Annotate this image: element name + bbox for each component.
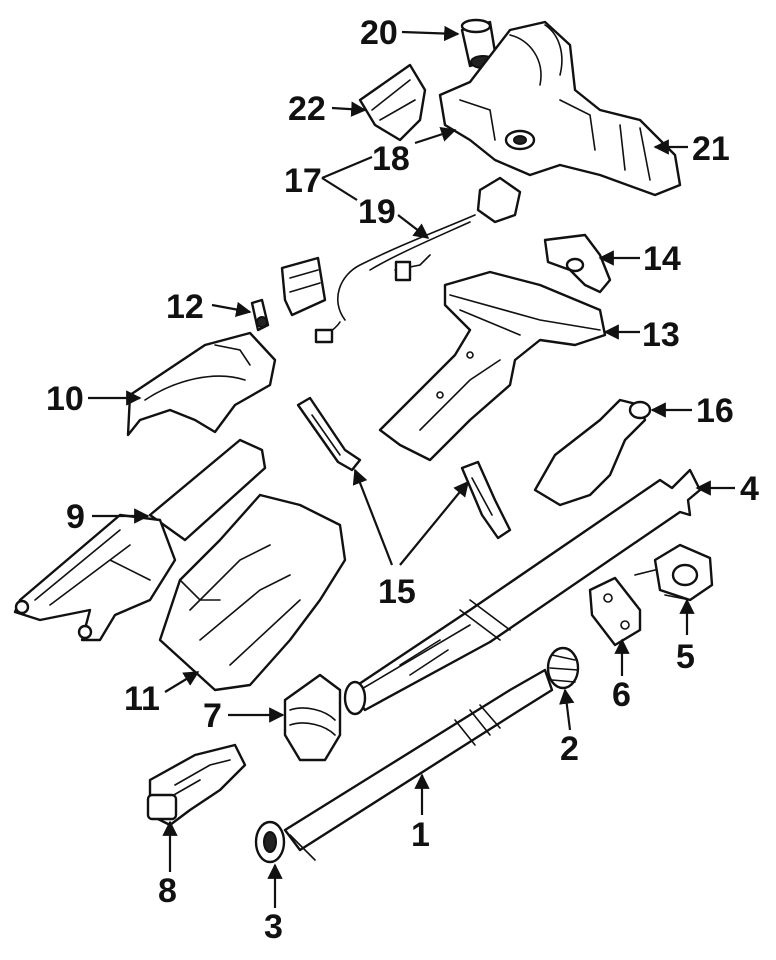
callout-18: 18 xyxy=(372,140,410,178)
part-1-steering-shaft xyxy=(283,668,554,861)
part-10-upper-shroud xyxy=(126,331,277,437)
part-15-brackets xyxy=(296,396,512,540)
callout-13: 13 xyxy=(642,316,680,354)
callout-11: 11 xyxy=(124,680,160,718)
callout-17: 17 xyxy=(284,162,322,200)
part-4-intermediate-shaft xyxy=(343,468,702,716)
part-9-lever-assembly xyxy=(13,438,267,642)
part-8-universal-joint xyxy=(146,743,247,827)
part-19-wiring-harness xyxy=(280,176,522,344)
part-22-cover xyxy=(358,63,427,142)
part-21-lock-housing xyxy=(438,20,682,197)
part-6-retainer xyxy=(588,576,642,647)
callout-15: 15 xyxy=(378,573,416,611)
callout-labels: 20 22 18 17 19 21 14 12 13 10 16 4 9 15 … xyxy=(46,14,759,946)
part-3-seal xyxy=(254,820,286,864)
part-14-bracket xyxy=(543,233,612,294)
callout-8: 8 xyxy=(158,872,177,910)
part-16-tilt-bracket xyxy=(533,398,652,507)
callout-10: 10 xyxy=(46,380,84,418)
part-11-lower-housing xyxy=(158,493,347,692)
callout-16: 16 xyxy=(696,392,734,430)
callout-19: 19 xyxy=(358,193,396,231)
part-5-support-bearing xyxy=(634,543,714,602)
part-13-jacket-bracket xyxy=(378,270,607,462)
callout-20: 20 xyxy=(360,14,398,52)
callout-22: 22 xyxy=(288,90,326,128)
part-7-boot xyxy=(283,673,342,762)
part-2-bearing xyxy=(546,646,580,690)
callout-2: 2 xyxy=(560,730,579,768)
callout-3: 3 xyxy=(264,908,283,946)
callout-6: 6 xyxy=(612,676,631,714)
callout-5: 5 xyxy=(676,638,695,676)
callout-14: 14 xyxy=(643,240,681,278)
callout-9: 9 xyxy=(66,498,85,536)
callout-1: 1 xyxy=(411,816,430,854)
callout-4: 4 xyxy=(740,470,759,508)
callout-12: 12 xyxy=(166,288,204,326)
leader-lines xyxy=(88,25,735,908)
callout-7: 7 xyxy=(203,697,222,735)
part-12-clip xyxy=(250,298,270,332)
callout-21: 21 xyxy=(692,130,730,168)
